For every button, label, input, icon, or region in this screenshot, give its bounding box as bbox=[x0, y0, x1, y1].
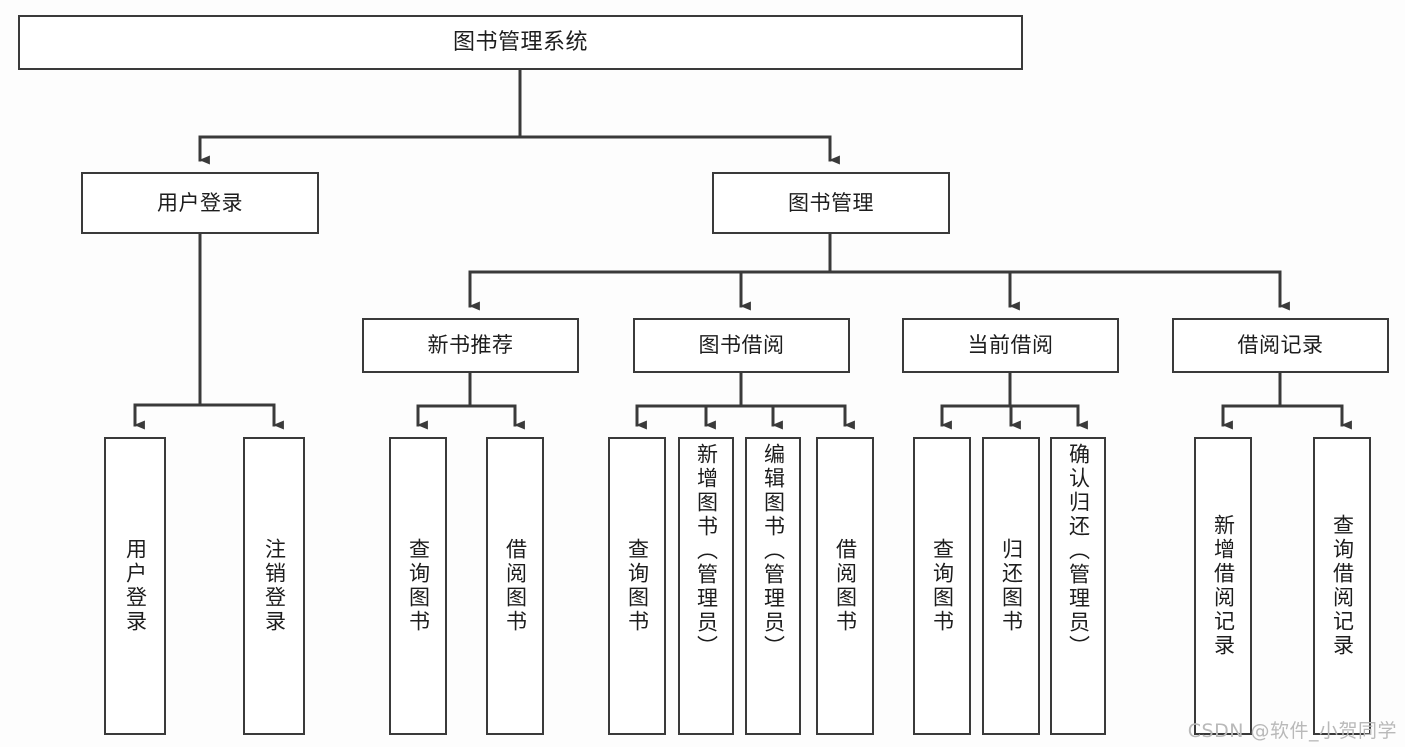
watermark: CSDN @软件_小贺同学 bbox=[1187, 720, 1397, 742]
leaf-return-book[interactable]: 归还图书 bbox=[982, 437, 1040, 735]
leaf-label: 新增图书（管理员） bbox=[694, 443, 719, 659]
leaf-label: 归还图书 bbox=[999, 538, 1024, 634]
leaf-query-book-current[interactable]: 查询图书 bbox=[913, 437, 971, 735]
node-book-management[interactable]: 图书管理 bbox=[712, 172, 950, 234]
node-new-book-recommend[interactable]: 新书推荐 bbox=[362, 318, 579, 373]
node-borrow-record[interactable]: 借阅记录 bbox=[1172, 318, 1389, 373]
leaf-label: 编辑图书（管理员） bbox=[761, 443, 786, 659]
leaf-add-book-admin[interactable]: 新增图书（管理员） bbox=[678, 437, 734, 735]
leaf-label: 借阅图书 bbox=[833, 538, 858, 634]
node-root[interactable]: 图书管理系统 bbox=[18, 15, 1023, 70]
leaf-label: 借阅图书 bbox=[503, 538, 528, 634]
leaf-label: 查询借阅记录 bbox=[1330, 514, 1355, 658]
node-book-borrow[interactable]: 图书借阅 bbox=[633, 318, 850, 373]
leaf-add-borrow-record[interactable]: 新增借阅记录 bbox=[1194, 437, 1252, 735]
leaf-user-logout[interactable]: 注销登录 bbox=[243, 437, 305, 735]
leaf-edit-book-admin[interactable]: 编辑图书（管理员） bbox=[745, 437, 801, 735]
leaf-label: 注销登录 bbox=[262, 538, 287, 634]
leaf-confirm-return-admin[interactable]: 确认归还（管理员） bbox=[1050, 437, 1106, 735]
leaf-label: 查询图书 bbox=[406, 538, 431, 634]
leaf-query-book-borrow[interactable]: 查询图书 bbox=[608, 437, 666, 735]
leaf-borrow-book-recommend[interactable]: 借阅图书 bbox=[486, 437, 544, 735]
leaf-label: 新增借阅记录 bbox=[1211, 514, 1236, 658]
leaf-label: 查询图书 bbox=[930, 538, 955, 634]
leaf-borrow-book[interactable]: 借阅图书 bbox=[816, 437, 874, 735]
leaf-label: 确认归还（管理员） bbox=[1066, 443, 1091, 659]
leaf-label: 用户登录 bbox=[123, 538, 148, 634]
leaf-query-borrow-record[interactable]: 查询借阅记录 bbox=[1313, 437, 1371, 735]
leaf-label: 查询图书 bbox=[625, 538, 650, 634]
leaf-query-book-recommend[interactable]: 查询图书 bbox=[389, 437, 447, 735]
node-current-borrow[interactable]: 当前借阅 bbox=[902, 318, 1119, 373]
leaf-user-login[interactable]: 用户登录 bbox=[104, 437, 166, 735]
node-user-login[interactable]: 用户登录 bbox=[81, 172, 319, 234]
